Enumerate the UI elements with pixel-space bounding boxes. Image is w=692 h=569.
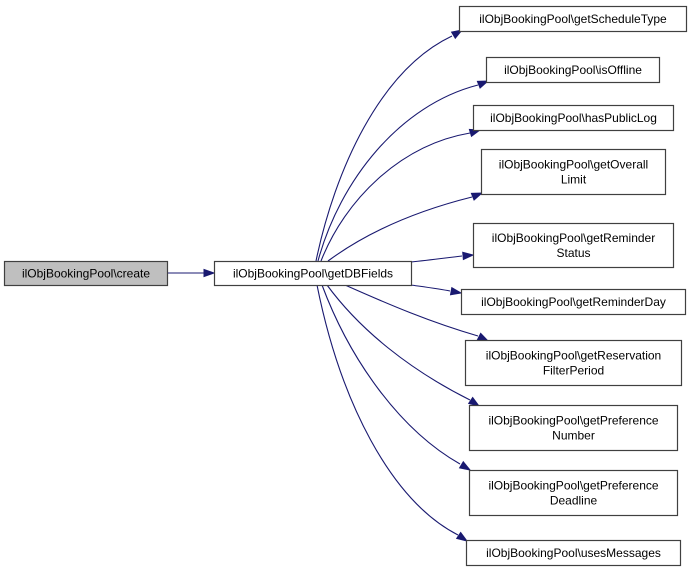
node-getDBFields[interactable]: ilObjBookingPool\getDBFields: [213, 260, 413, 287]
node-label: ilObjBookingPool\getPreference: [488, 479, 658, 493]
node-box: [213, 260, 413, 287]
arrowhead-icon: [462, 251, 475, 261]
node-label: ilObjBookingPool\isOffline: [504, 63, 642, 77]
node-label: ilObjBookingPool\getReservation: [486, 349, 661, 363]
edges-layer: [167, 29, 490, 542]
node-getScheduleType[interactable]: ilObjBookingPool\getScheduleType: [458, 5, 688, 33]
arrowhead-icon: [449, 286, 463, 296]
node-usesMessages[interactable]: ilObjBookingPool\usesMessages: [465, 539, 682, 567]
arrowhead-icon: [470, 192, 484, 201]
node-label: Status: [556, 246, 590, 260]
node-getReminderDay[interactable]: ilObjBookingPool\getReminderDay: [460, 288, 687, 316]
node-box: [472, 222, 675, 269]
edge-getDBFields-to-isOffline: [317, 84, 479, 262]
node-label: Deadline: [550, 494, 598, 508]
edge-getDBFields-to-getOverallLimit: [327, 196, 473, 262]
node-box: [472, 104, 675, 132]
node-label: ilObjBookingPool\usesMessages: [486, 546, 661, 560]
node-create[interactable]: ilObjBookingPool\create: [3, 260, 169, 287]
arrowhead-icon: [476, 80, 490, 89]
node-isOffline[interactable]: ilObjBookingPool\isOffline: [485, 56, 661, 84]
node-box: [485, 56, 661, 84]
edge-getDBFields-to-usesMessages: [316, 284, 459, 536]
node-box: [458, 5, 688, 33]
node-label: FilterPeriod: [543, 364, 604, 378]
node-label: ilObjBookingPool\getReminderDay: [481, 295, 666, 309]
edge-getDBFields-to-getReservationFilterPeriod: [344, 284, 479, 337]
arrowhead-icon: [458, 460, 472, 471]
node-label: ilObjBookingPool\getReminder: [492, 231, 655, 245]
edge-getDBFields-to-getReminderStatus: [410, 255, 463, 263]
node-box: [468, 469, 679, 517]
arrowhead-icon: [476, 332, 490, 342]
node-label: ilObjBookingPool\hasPublicLog: [490, 111, 657, 125]
edge-getDBFields-to-getPreferenceDeadline: [321, 284, 461, 465]
node-box: [480, 148, 667, 196]
arrowhead-icon: [467, 396, 481, 407]
node-label: ilObjBookingPool\getScheduleType: [479, 12, 667, 26]
arrowhead-icon: [455, 531, 469, 542]
edge-getDBFields-to-getScheduleType: [315, 35, 453, 262]
node-label: Limit: [561, 173, 587, 187]
edge-getDBFields-to-getReminderDay: [410, 284, 451, 292]
node-label: ilObjBookingPool\getOverall: [499, 158, 648, 172]
edge-getDBFields-to-getPreferenceNumber: [326, 284, 471, 401]
node-box: [460, 288, 687, 316]
node-getReservationFilterPeriod[interactable]: ilObjBookingPool\getReservationFilterPer…: [464, 339, 683, 387]
node-label: ilObjBookingPool\create: [22, 267, 150, 281]
edge-getDBFields-to-hasPublicLog: [320, 132, 471, 262]
node-box: [465, 539, 682, 567]
nodes-layer: ilObjBookingPool\create ilObjBookingPool\…: [3, 5, 688, 567]
node-label: ilObjBookingPool\getPreference: [488, 414, 658, 428]
node-label: ilObjBookingPool\getDBFields: [233, 267, 393, 281]
node-box: [3, 260, 169, 287]
arrowhead-icon: [203, 268, 216, 278]
node-label: Number: [552, 429, 595, 443]
node-box: [468, 404, 679, 452]
node-box: [464, 339, 683, 387]
node-hasPublicLog[interactable]: ilObjBookingPool\hasPublicLog: [472, 104, 675, 132]
